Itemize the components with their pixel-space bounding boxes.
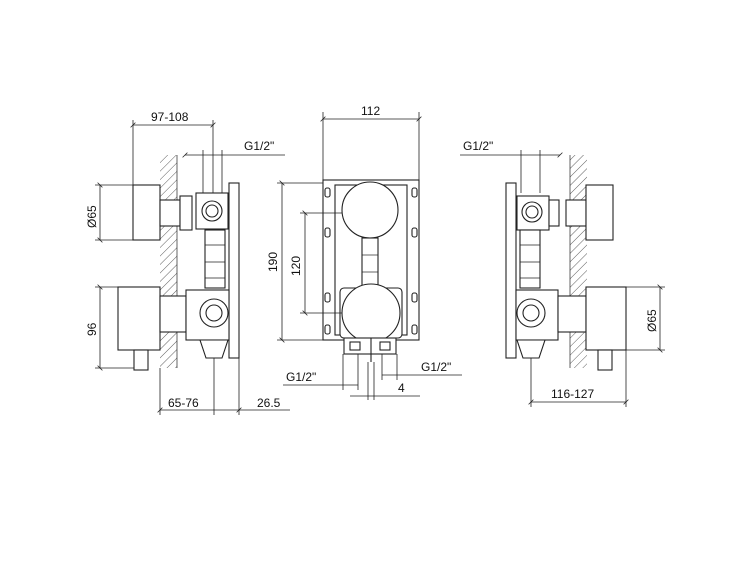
right-mounting-plate <box>505 182 517 359</box>
front-view: 112 190 120 G1/2" G1/2" 4 <box>266 104 462 400</box>
front-top-valve <box>341 181 399 239</box>
left-wall <box>160 155 177 368</box>
left-dim-thread: G1/2" <box>244 139 274 153</box>
front-dim-offset: 4 <box>398 381 405 395</box>
mounting-slots <box>324 187 418 335</box>
left-bottom-knob <box>117 286 161 351</box>
right-top-knob <box>585 184 614 241</box>
left-dim-bottom-right: 26.5 <box>257 396 281 410</box>
front-dim-thread-left: G1/2" <box>286 370 316 384</box>
right-dim-bottom: 116-127 <box>551 387 594 401</box>
right-side-view: G1/2" Ø65 116-127 <box>460 139 665 407</box>
right-wall <box>570 155 587 368</box>
left-dim-diameter: Ø65 <box>85 205 99 228</box>
left-mounting-plate <box>228 182 240 359</box>
right-bottom-knob <box>585 286 627 351</box>
right-dim-thread: G1/2" <box>463 139 493 153</box>
left-dim-bottom-left: 65-76 <box>168 396 199 410</box>
front-dim-width: 112 <box>361 104 380 118</box>
left-dim-height: 96 <box>85 322 99 336</box>
left-side-view: 97-108 G1/2" Ø65 96 65-76 26.5 <box>85 110 290 415</box>
front-bottom-valve <box>341 283 401 343</box>
left-top-knob <box>132 184 161 241</box>
left-dim-top: 97-108 <box>151 110 189 124</box>
right-dim-diameter: Ø65 <box>645 309 659 332</box>
front-dim-height-centers: 120 <box>289 256 303 276</box>
front-dim-height-total: 190 <box>266 252 280 272</box>
front-dim-thread-right: G1/2" <box>421 360 451 374</box>
